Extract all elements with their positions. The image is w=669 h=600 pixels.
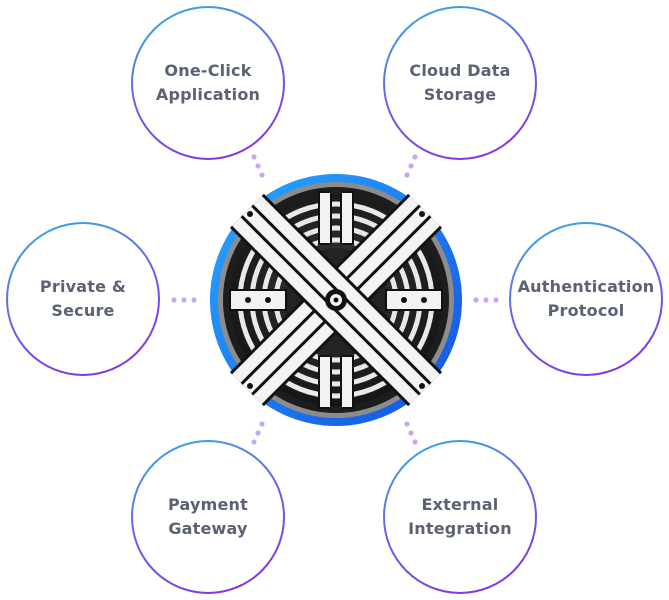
- connector-dot: [412, 154, 418, 160]
- node-authentication-protocol: Authentication Protocol: [509, 222, 663, 376]
- node-label-line1: Cloud Data: [409, 61, 511, 80]
- connector-dot: [412, 439, 418, 445]
- node-label-line2: Application: [155, 85, 261, 104]
- node-label: One-Click Application: [156, 59, 260, 107]
- node-label: External Integration: [408, 493, 512, 541]
- connector-dot: [408, 163, 414, 169]
- connector-dot: [404, 172, 410, 178]
- connector-dot: [251, 154, 257, 160]
- connector-dot: [181, 297, 187, 303]
- node-label-line1: Authentication: [517, 277, 655, 296]
- node-payment-gateway: Payment Gateway: [131, 440, 285, 594]
- connector-dot: [255, 163, 261, 169]
- connector-dot: [473, 297, 479, 303]
- node-label-line2: Integration: [408, 519, 512, 538]
- node-label: Cloud Data Storage: [409, 59, 510, 107]
- node-label: Private & Secure: [40, 275, 126, 323]
- connector-dot: [191, 297, 197, 303]
- node-label-line1: Private &: [39, 277, 127, 296]
- connector-dot: [408, 430, 414, 436]
- node-label-line1: Payment: [168, 495, 248, 514]
- node-label-line2: Gateway: [168, 519, 248, 538]
- node-label-line2: Storage: [423, 85, 497, 104]
- node-label: Payment Gateway: [168, 493, 248, 541]
- node-label-line1: One-Click: [164, 61, 252, 80]
- node-private-secure: Private & Secure: [6, 222, 160, 376]
- node-label-line2: Protocol: [547, 301, 625, 320]
- connector-dot: [404, 421, 410, 427]
- connector-dot: [251, 439, 257, 445]
- node-label: Authentication Protocol: [518, 275, 655, 323]
- connector-dot: [259, 172, 265, 178]
- connector-dot: [255, 430, 261, 436]
- node-external-integration: External Integration: [383, 440, 537, 594]
- node-label-line2: Secure: [51, 301, 115, 320]
- connector-dot: [259, 421, 265, 427]
- x-coin-logo-icon: [210, 174, 462, 426]
- center-logo: [208, 172, 464, 428]
- node-cloud-data-storage: Cloud Data Storage: [383, 6, 537, 160]
- node-one-click-application: One-Click Application: [131, 6, 285, 160]
- connector-dot: [171, 297, 177, 303]
- connector-dot: [483, 297, 489, 303]
- node-label-line1: External: [421, 495, 499, 514]
- connector-dot: [493, 297, 499, 303]
